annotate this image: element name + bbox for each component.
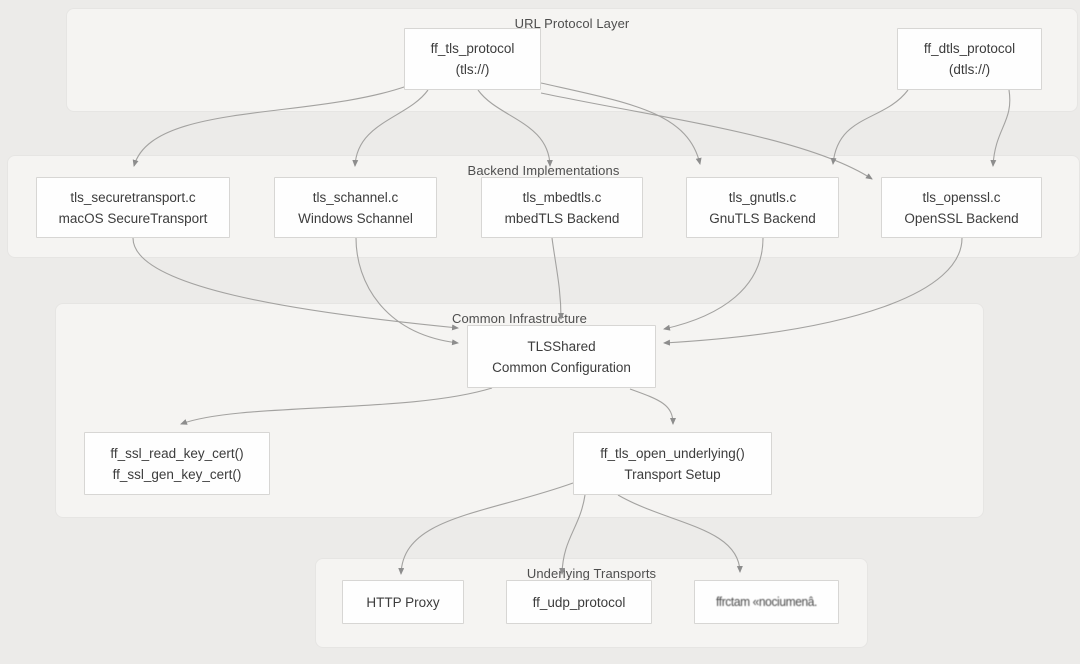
node-sublabel: GnuTLS Backend (709, 210, 816, 226)
node-http-proxy: HTTP Proxy (342, 580, 464, 624)
node-label: ff_ssl_read_key_cert() (110, 445, 244, 461)
layer-title: Common Infrastructure (451, 311, 588, 326)
node-label: tls_gnutls.c (728, 189, 797, 205)
node-sublabel: Transport Setup (624, 466, 721, 482)
node-label: TLSShared (527, 338, 596, 354)
node-sublabel: Windows Schannel (298, 210, 413, 226)
node-ff-tls-open-underlying: ff_tls_open_underlying() Transport Setup (573, 432, 772, 495)
node-label: ff_tls_open_underlying() (600, 445, 745, 461)
node-tls-schannel: tls_schannel.c Windows Schannel (274, 177, 437, 238)
node-label: tls_securetransport.c (70, 189, 196, 205)
node-label: tls_schannel.c (312, 189, 399, 205)
node-garbled-transport: ffrctam «nociumenâ. (694, 580, 839, 624)
node-label: ff_dtls_protocol (923, 41, 1016, 56)
node-tls-securetransport: tls_securetransport.c macOS SecureTransp… (36, 177, 230, 238)
node-ff-dtls-protocol: ff_dtls_protocol (dtls://) (897, 28, 1042, 90)
node-sublabel: ff_ssl_gen_key_cert() (112, 466, 242, 482)
node-label: ffrctam «nociumenâ. (716, 594, 817, 609)
node-sublabel: mbedTLS Backend (504, 210, 620, 226)
node-sublabel: Common Configuration (492, 359, 631, 375)
node-tls-mbedtls: tls_mbedtls.c mbedTLS Backend (481, 177, 643, 238)
node-label: ff_udp_protocol (532, 594, 626, 610)
layer-title: Backend Implementations (467, 163, 620, 178)
node-sublabel: (dtls://) (948, 62, 991, 77)
layer-title: Underlying Transports (526, 566, 657, 581)
node-label: HTTP Proxy (366, 594, 440, 610)
node-label: ff_tls_protocol (430, 41, 515, 56)
node-sublabel: (tls://) (455, 62, 490, 77)
node-tls-openssl: tls_openssl.c OpenSSL Backend (881, 177, 1042, 238)
node-label: tls_mbedtls.c (522, 189, 602, 205)
node-ff-tls-protocol: ff_tls_protocol (tls://) (404, 28, 541, 90)
node-tlsshared: TLSShared Common Configuration (467, 325, 656, 388)
node-label: tls_openssl.c (922, 189, 1001, 205)
node-ff-udp-protocol: ff_udp_protocol (506, 580, 652, 624)
node-ssl-key-cert-functions: ff_ssl_read_key_cert() ff_ssl_gen_key_ce… (84, 432, 270, 495)
layer-title: URL Protocol Layer (514, 16, 630, 31)
node-tls-gnutls: tls_gnutls.c GnuTLS Backend (686, 177, 839, 238)
node-sublabel: macOS SecureTransport (58, 210, 208, 226)
node-sublabel: OpenSSL Backend (904, 210, 1019, 226)
